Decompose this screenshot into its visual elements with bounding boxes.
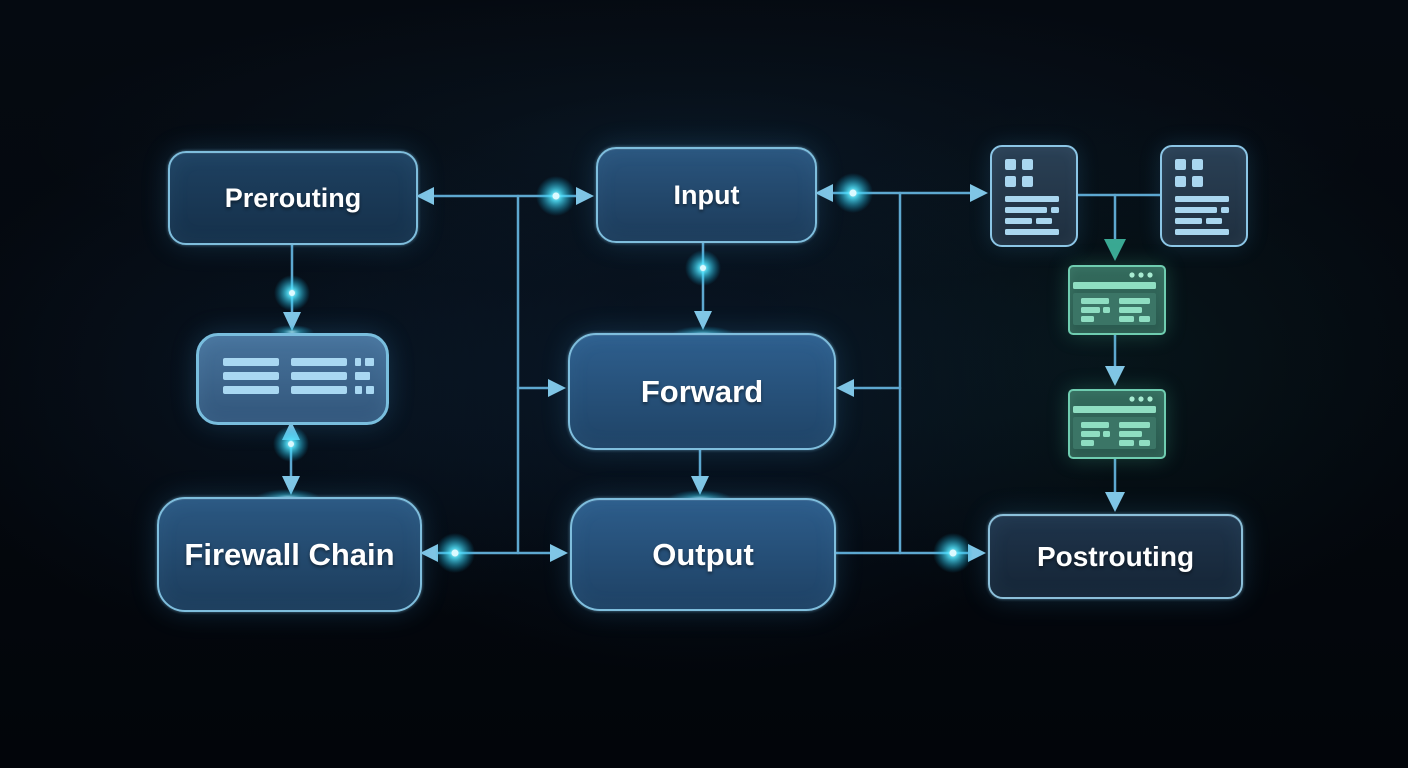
node-firewall-chain: Firewall Chain bbox=[157, 497, 422, 612]
node-postrouting: Postrouting bbox=[988, 514, 1243, 599]
node-prerouting: Prerouting bbox=[168, 151, 418, 245]
node-forward: Forward bbox=[568, 333, 836, 450]
table-window-icon bbox=[1073, 272, 1156, 325]
table-window-card-1 bbox=[1068, 265, 1166, 335]
rule-table-icon bbox=[223, 358, 374, 394]
node-postrouting-label: Postrouting bbox=[1036, 540, 1195, 572]
node-output-label: Output bbox=[652, 536, 754, 572]
node-firewall-chain-label: Firewall Chain bbox=[184, 536, 395, 572]
table-window-icon bbox=[1073, 396, 1156, 449]
node-input-label: Input bbox=[673, 179, 740, 210]
node-output: Output bbox=[570, 498, 836, 611]
node-forward-label: Forward bbox=[640, 373, 764, 409]
rule-table-card bbox=[196, 333, 389, 425]
document-list-icon bbox=[1175, 159, 1229, 235]
document-card-2 bbox=[1160, 145, 1248, 247]
node-prerouting-label: Prerouting bbox=[224, 182, 362, 213]
document-card-1 bbox=[990, 145, 1078, 247]
table-window-card-2 bbox=[1068, 389, 1166, 459]
node-input: Input bbox=[596, 147, 817, 243]
document-list-icon bbox=[1005, 159, 1059, 235]
